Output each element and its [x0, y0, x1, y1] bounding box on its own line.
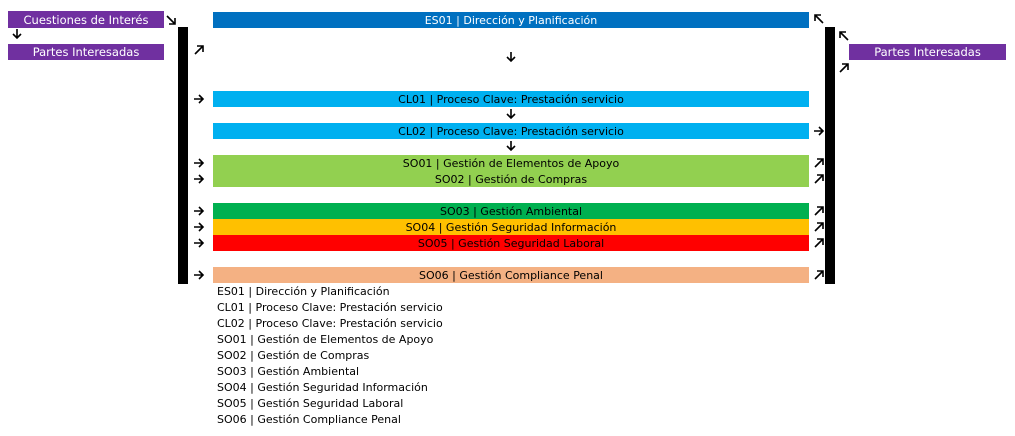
- right-output-bar: [825, 27, 835, 284]
- left-stakeholders-label: Partes Interesadas: [32, 45, 140, 59]
- process-so02: SO02 | Gestión de Compras: [213, 171, 809, 187]
- arrow-up-left-icon: [838, 30, 850, 42]
- legend-item: SO05 | Gestión Seguridad Laboral: [217, 397, 404, 410]
- left-stakeholders-box: Partes Interesadas: [8, 44, 164, 60]
- legend-item: SO04 | Gestión Seguridad Información: [217, 381, 428, 394]
- arrow-down-icon: [505, 51, 517, 63]
- legend-item: SO02 | Gestión de Compras: [217, 349, 370, 362]
- process-so03: SO03 | Gestión Ambiental: [213, 203, 809, 219]
- arrow-up-left-icon: [813, 13, 825, 25]
- process-so02-label: SO02 | Gestión de Compras: [434, 172, 588, 186]
- issues-of-interest-box: Cuestiones de Interés: [8, 11, 164, 28]
- arrow-down-right-icon: [165, 14, 177, 26]
- process-cl01: CL01 | Proceso Clave: Prestación servici…: [213, 91, 809, 107]
- arrow-down-icon: [505, 108, 517, 120]
- process-so05-label: SO05 | Gestión Seguridad Laboral: [417, 236, 605, 250]
- arrow-up-right-icon: [838, 62, 850, 74]
- process-so04-label: SO04 | Gestión Seguridad Información: [405, 220, 617, 234]
- arrow-right-icon: [193, 93, 205, 105]
- process-so01: SO01 | Gestión de Elementos de Apoyo: [213, 155, 809, 171]
- process-legend: ES01 | Dirección y Planificación CL01 | …: [217, 284, 443, 428]
- process-so05: SO05 | Gestión Seguridad Laboral: [213, 235, 809, 251]
- right-stakeholders-box: Partes Interesadas: [849, 44, 1006, 60]
- process-so03-label: SO03 | Gestión Ambiental: [439, 204, 583, 218]
- left-input-bar: [178, 27, 188, 284]
- arrow-up-right-icon: [813, 205, 825, 217]
- process-cl02: CL02 | Proceso Clave: Prestación servici…: [213, 123, 809, 139]
- arrow-up-right-icon: [813, 269, 825, 281]
- right-stakeholders-label: Partes Interesadas: [874, 45, 981, 59]
- arrow-right-icon: [813, 125, 825, 137]
- process-cl01-label: CL01 | Proceso Clave: Prestación servici…: [398, 92, 624, 106]
- process-so04: SO04 | Gestión Seguridad Información: [213, 219, 809, 235]
- arrow-right-icon: [193, 237, 205, 249]
- arrow-right-icon: [193, 173, 205, 185]
- arrow-up-right-icon: [813, 221, 825, 233]
- legend-item: SO01 | Gestión de Elementos de Apoyo: [217, 333, 434, 346]
- arrow-up-right-icon: [813, 157, 825, 169]
- issues-of-interest-label: Cuestiones de Interés: [23, 12, 149, 27]
- arrow-right-icon: [193, 269, 205, 281]
- arrow-right-icon: [193, 221, 205, 233]
- legend-item: SO03 | Gestión Ambiental: [217, 365, 360, 378]
- arrow-down-icon: [11, 28, 23, 40]
- legend-item: CL01 | Proceso Clave: Prestación servici…: [217, 301, 443, 314]
- arrow-up-right-icon: [813, 237, 825, 249]
- process-so01-label: SO01 | Gestión de Elementos de Apoyo: [402, 156, 620, 170]
- process-es01: ES01 | Dirección y Planificación: [213, 12, 809, 28]
- legend-item: CL02 | Proceso Clave: Prestación servici…: [217, 317, 443, 330]
- arrow-right-icon: [193, 157, 205, 169]
- legend-item: SO06 | Gestión Compliance Penal: [217, 413, 401, 426]
- process-so06-label: SO06 | Gestión Compliance Penal: [419, 268, 603, 282]
- arrow-up-right-icon: [813, 173, 825, 185]
- process-es01-label: ES01 | Dirección y Planificación: [424, 13, 598, 27]
- arrow-right-icon: [193, 205, 205, 217]
- legend-item: ES01 | Dirección y Planificación: [217, 285, 390, 298]
- process-cl02-label: CL02 | Proceso Clave: Prestación servici…: [398, 124, 624, 138]
- arrow-up-right-icon: [193, 44, 205, 56]
- process-so06: SO06 | Gestión Compliance Penal: [213, 267, 809, 283]
- arrow-down-icon: [505, 140, 517, 152]
